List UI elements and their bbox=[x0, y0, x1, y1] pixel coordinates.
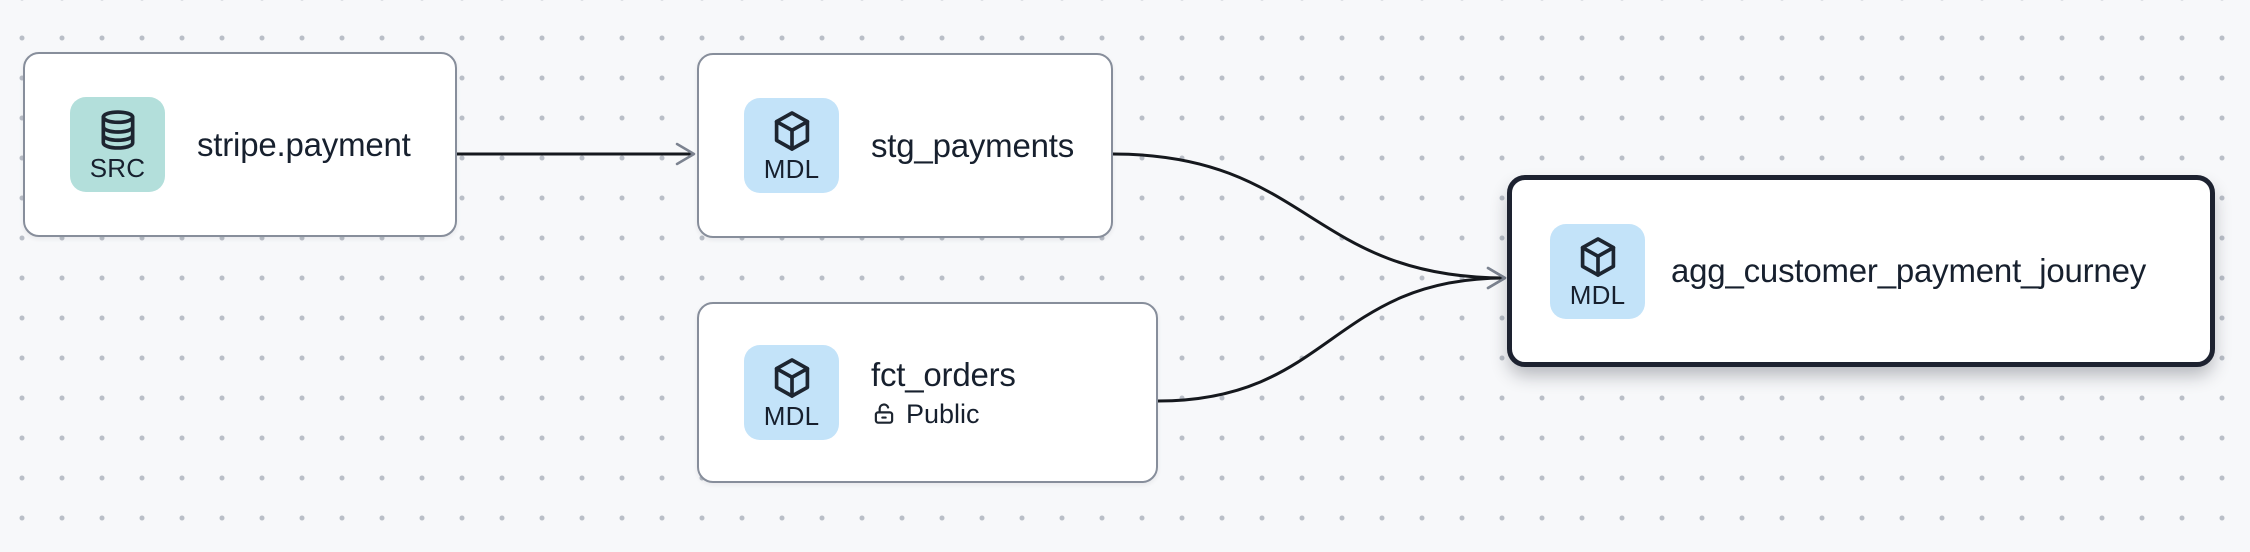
badge-label: MDL bbox=[1569, 279, 1626, 310]
cube-icon bbox=[1580, 236, 1615, 277]
node-title: agg_customer_payment_journey bbox=[1671, 252, 2147, 290]
cube-icon bbox=[774, 111, 809, 151]
edge-fct-orders-to-agg-customer-payment-journey[interactable] bbox=[1157, 266, 1507, 403]
node-type-badge: MDL bbox=[1550, 223, 1645, 319]
node-title: fct_orders bbox=[871, 355, 1016, 393]
node-title: stripe.payment bbox=[197, 125, 411, 163]
access-row: Public bbox=[871, 398, 1016, 430]
node-stg-payments[interactable]: MDL stg_payments bbox=[697, 53, 1113, 238]
badge-label: MDL bbox=[763, 154, 820, 184]
node-stripe-payment[interactable]: SRC stripe.payment bbox=[23, 52, 457, 237]
node-title: stg_payments bbox=[871, 126, 1075, 164]
badge-label: SRC bbox=[89, 153, 146, 183]
edge-stg-payments-to-agg-customer-payment-journey[interactable] bbox=[1112, 152, 1507, 290]
node-fct-orders[interactable]: MDL fct_orders Public bbox=[697, 302, 1158, 483]
node-type-badge: MDL bbox=[744, 345, 839, 440]
badge-label: MDL bbox=[763, 401, 820, 431]
node-type-badge: MDL bbox=[744, 98, 839, 193]
node-agg-customer-payment-journey[interactable]: MDL agg_customer_payment_journey bbox=[1507, 175, 2215, 367]
cube-icon bbox=[774, 358, 809, 398]
unlock-icon bbox=[874, 403, 894, 425]
node-type-badge: SRC bbox=[70, 97, 165, 192]
database-icon bbox=[101, 110, 134, 150]
access-label: Public bbox=[906, 398, 980, 429]
